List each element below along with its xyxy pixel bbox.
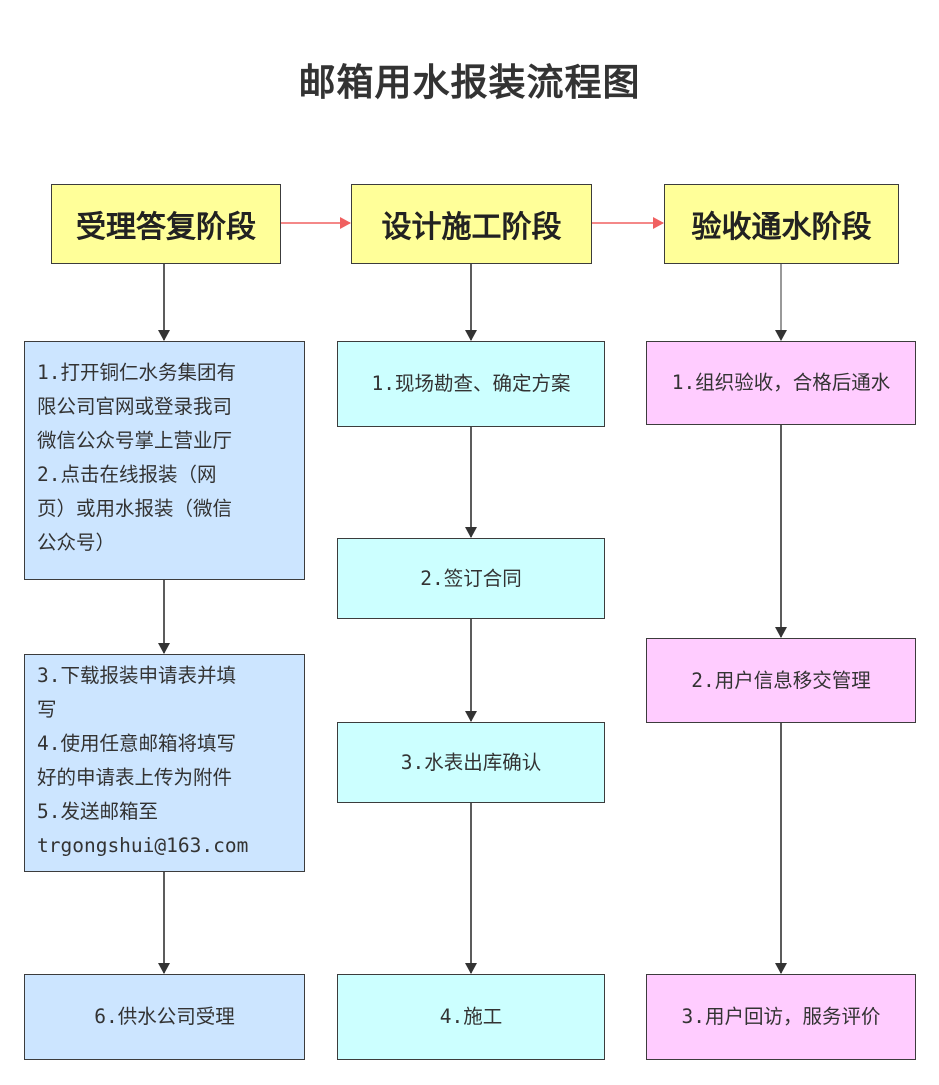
- stage-label: 受理答复阶段: [76, 210, 256, 245]
- step-text: 2.用户信息移交管理: [691, 668, 871, 692]
- step-text: 3.下载报装申请表并填 写 4.使用任意邮箱将填写 好的申请表上传为附件 5.发…: [37, 664, 249, 857]
- col2-step-construction: 4.施工: [337, 974, 605, 1060]
- stage-box-acceptance-reply: 受理答复阶段: [51, 184, 281, 264]
- col1-step-company-accepts: 6.供水公司受理: [24, 974, 305, 1060]
- col3-step-follow-up: 3.用户回访，服务评价: [646, 974, 916, 1060]
- col2-step-sign-contract: 2.签订合同: [337, 538, 605, 619]
- step-text: 1.组织验收，合格后通水: [671, 371, 891, 394]
- step-text: 3.水表出库确认: [400, 750, 542, 774]
- col1-step-open-website: 1.打开铜仁水务集团有 限公司官网或登录我司 微信公众号掌上营业厅 2.点击在线…: [24, 341, 305, 580]
- page-title: 邮箱用水报装流程图: [298, 61, 641, 104]
- col3-step-inspection: 1.组织验收，合格后通水: [646, 341, 916, 425]
- col3-step-handover: 2.用户信息移交管理: [646, 638, 916, 723]
- step-text: 6.供水公司受理: [94, 1005, 235, 1028]
- stage-label: 验收通水阶段: [691, 210, 872, 245]
- step-text: 2.签订合同: [420, 566, 522, 590]
- col2-step-site-survey: 1.现场勘查、确定方案: [337, 341, 605, 427]
- col1-step-download-form: 3.下载报装申请表并填 写 4.使用任意邮箱将填写 好的申请表上传为附件 5.发…: [24, 654, 305, 872]
- col2-step-meter-confirm: 3.水表出库确认: [337, 722, 605, 803]
- stage-box-inspection-water: 验收通水阶段: [664, 184, 899, 264]
- stage-label: 设计施工阶段: [381, 210, 562, 245]
- step-text: 1.现场勘查、确定方案: [371, 372, 571, 395]
- step-text: 4.施工: [439, 1005, 503, 1028]
- stage-box-design-construction: 设计施工阶段: [351, 184, 592, 264]
- step-text: 1.打开铜仁水务集团有 限公司官网或登录我司 微信公众号掌上营业厅 2.点击在线…: [37, 361, 236, 554]
- step-text: 3.用户回访，服务评价: [681, 1005, 881, 1028]
